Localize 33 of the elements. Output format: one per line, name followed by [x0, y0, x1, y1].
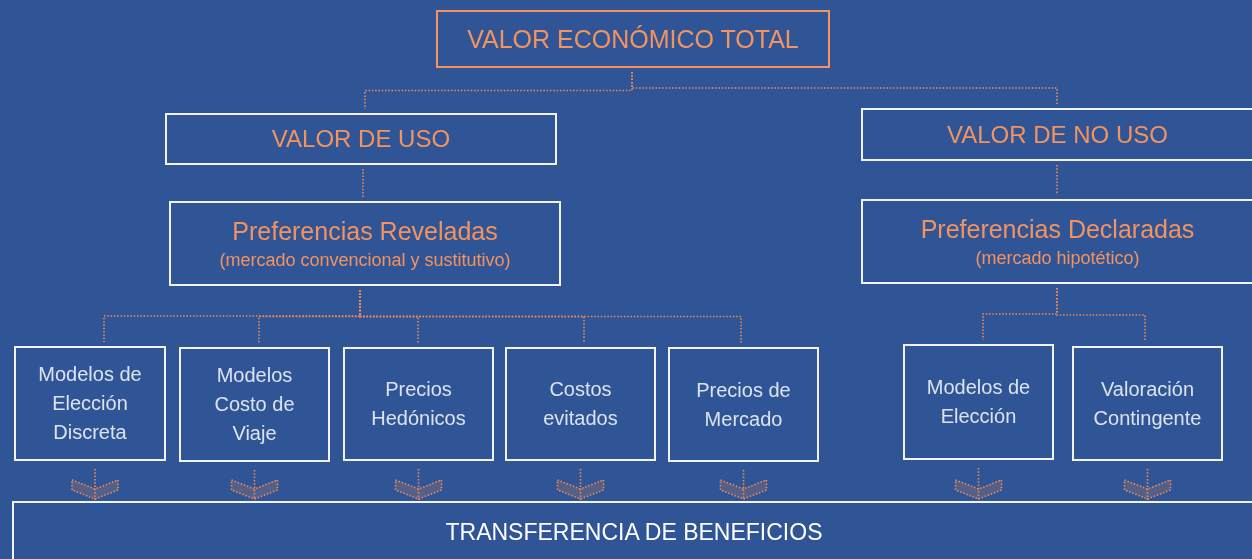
method-text: Modelos de Elección Discreta	[37, 362, 143, 445]
method-text: Valoración Contingente	[1092, 376, 1203, 431]
group-title: Preferencias Declaradas	[920, 214, 1195, 244]
method-text: Precios de Mercado	[695, 377, 792, 432]
category-box	[861, 108, 1252, 161]
result-band	[12, 501, 1252, 559]
method-text: Modelos Costo de Viaje	[213, 363, 296, 446]
method-text: Precios Hedónicos	[370, 377, 467, 431]
category-text: VALOR DE USO	[271, 125, 451, 153]
connector-line	[362, 168, 364, 198]
method-box	[505, 347, 656, 461]
connector-line	[359, 289, 742, 344]
method-group-box	[169, 201, 561, 286]
connector-line	[1056, 164, 1058, 196]
connector-line	[631, 71, 1058, 105]
method-box	[1072, 346, 1223, 461]
group-subtitle: (mercado hipotético)	[975, 247, 1140, 269]
method-box	[179, 347, 330, 462]
group-title: Preferencias Reveladas	[232, 216, 498, 246]
title-text: VALOR ECONÓMICO TOTAL	[467, 24, 799, 54]
method-text: Modelos de Elección	[925, 375, 1032, 429]
method-box	[903, 344, 1054, 460]
band-text: TRANSFERENCIA DE BENEFICIOS	[445, 518, 823, 546]
category-box	[165, 113, 557, 165]
connector-line	[1056, 287, 1146, 343]
method-box	[343, 347, 494, 461]
method-text: Costos evitados	[542, 377, 619, 431]
method-group-box	[861, 199, 1252, 284]
method-box	[14, 346, 166, 461]
category-text: VALOR DE NO USO	[947, 120, 1168, 149]
method-box	[668, 347, 819, 462]
group-subtitle: (mercado convencional y sustitutivo)	[219, 249, 511, 271]
title-box	[436, 10, 830, 68]
